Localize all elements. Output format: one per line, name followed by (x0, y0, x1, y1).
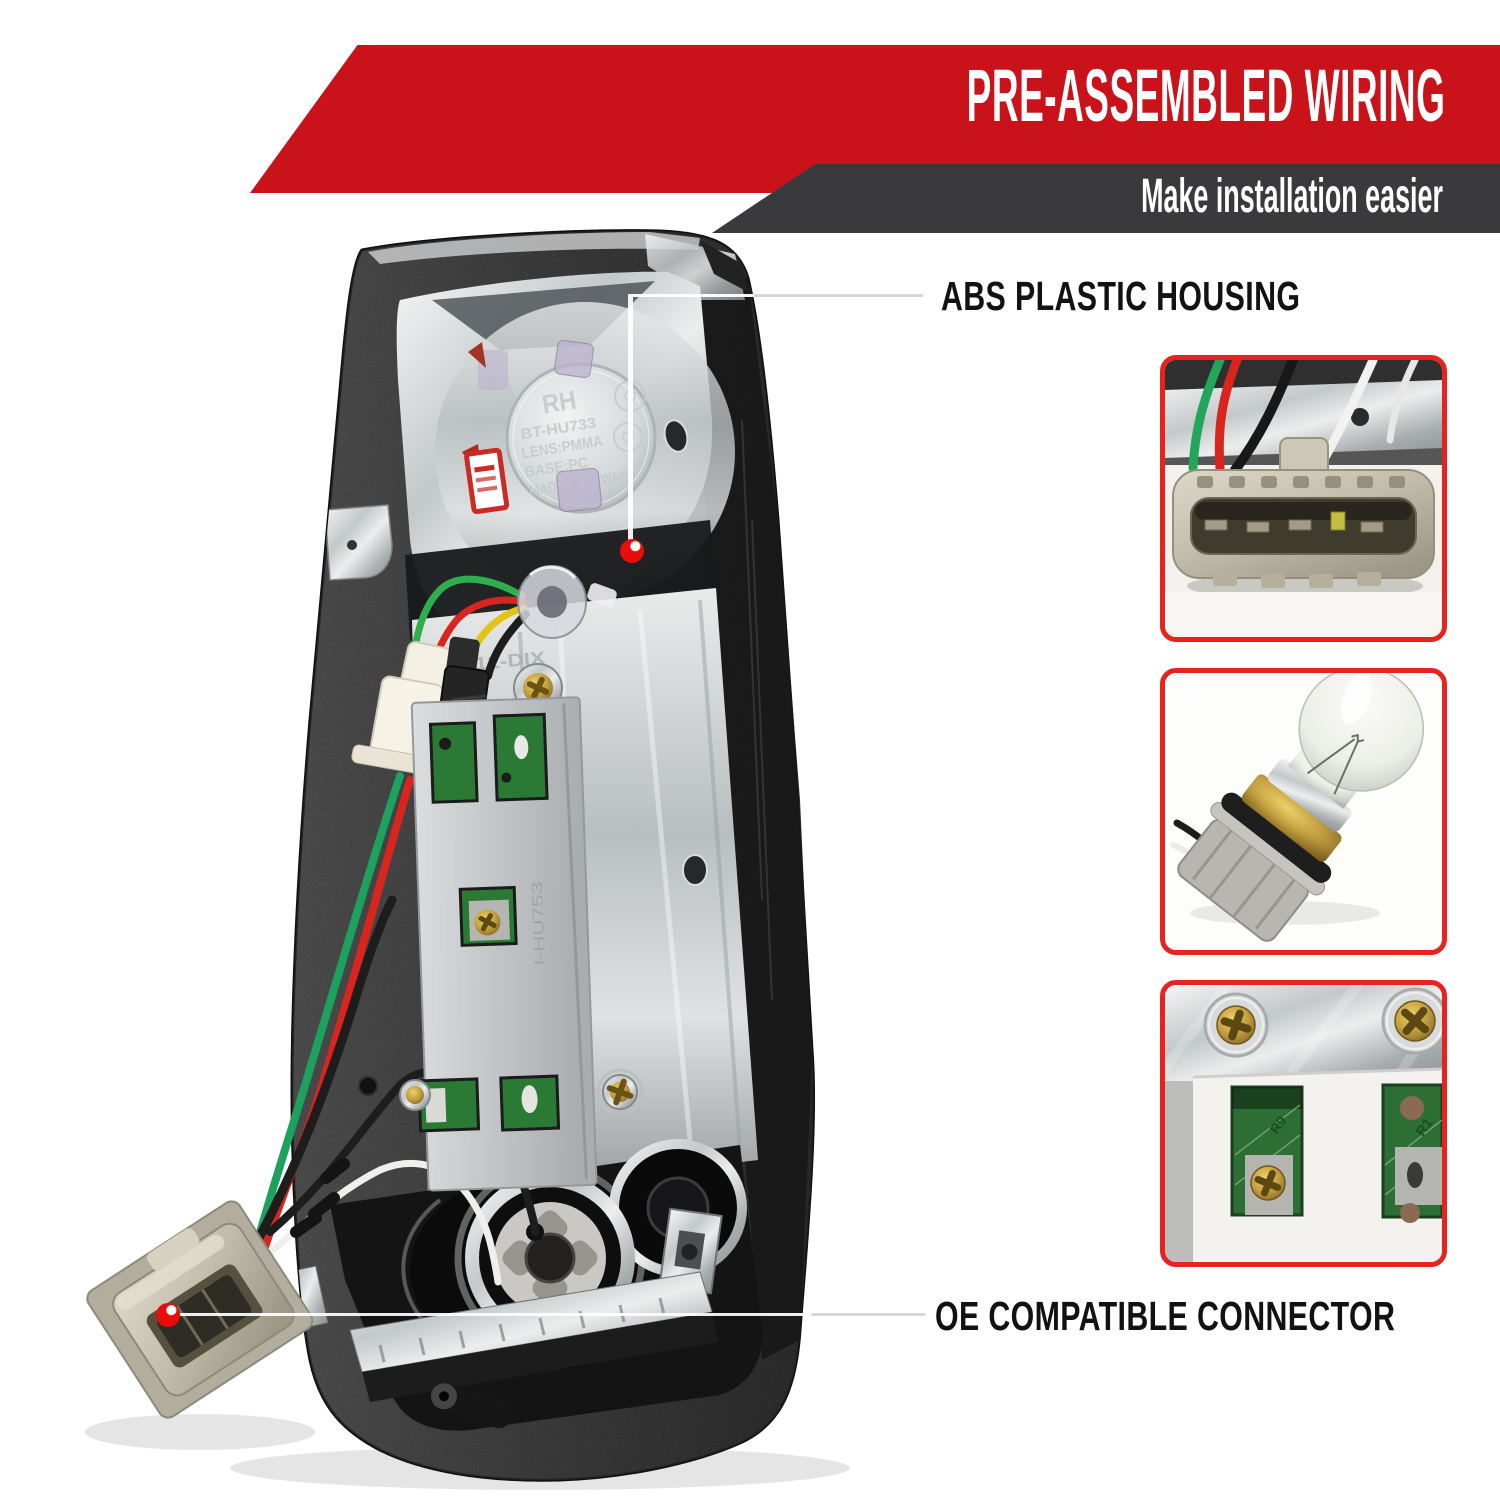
plate-screws (399, 1068, 644, 1116)
wire-green (410, 575, 526, 656)
side-mount-bracket (324, 504, 393, 581)
inset-bulb-closeup (1160, 668, 1447, 955)
lens-corner-step (645, 234, 745, 300)
marking-side: RH (540, 385, 578, 420)
abs-leader-line-horizontal (632, 294, 923, 297)
oe-connector (86, 1200, 314, 1419)
screws-pcb-closeup-photo: R9 R1 (1165, 985, 1442, 1262)
pcb-window-right: R1 (1381, 1083, 1442, 1223)
banner-dark-ribbon (712, 164, 1500, 233)
abs-marker-dot-icon (620, 539, 644, 563)
inset-oe-connector-closeup (1160, 355, 1447, 642)
bulb-brass-base (1241, 774, 1342, 862)
wire-black (253, 895, 397, 1245)
banner-subtitle: Make installation easier (1141, 170, 1443, 223)
mount-hole (663, 419, 689, 453)
bulb-assembly (1177, 673, 1425, 942)
connector-shadow (85, 1414, 315, 1450)
bulb-glass (1298, 673, 1425, 792)
callout-oe-connector: OE COMPATIBLE CONNECTOR (935, 1293, 1396, 1339)
pcb-window-left: R9 (1230, 1085, 1304, 1217)
pcb-windows (417, 712, 561, 1133)
certification-sticker (464, 447, 510, 515)
mount-hole (682, 854, 708, 886)
bulb-oring (1221, 792, 1332, 883)
oe-connector-closeup-photo (1165, 360, 1442, 637)
wire-sleeves (290, 1158, 350, 1238)
housing-top-edge-highlight (368, 232, 700, 264)
panel-code-text: I-HU753 (529, 881, 549, 966)
housing-screw (358, 1076, 378, 1096)
inset-screws-pcb-closeup: R9 R1 (1160, 980, 1447, 1267)
wire-green (248, 772, 404, 1266)
chrome-screw (1381, 987, 1442, 1055)
banner-title: PRE-ASSEMBLED WIRING (966, 54, 1445, 137)
callout-abs-housing: ABS PLASTIC HOUSING (941, 273, 1301, 319)
housing-right-facet (695, 262, 812, 1360)
chrome-screw (1203, 992, 1269, 1058)
drain-tube (430, 1383, 513, 1429)
oe-leader-line-horizontal (168, 1313, 925, 1316)
metal-clip (658, 1207, 723, 1295)
pcb-metal-plate: I-HU753 (410, 696, 598, 1192)
clear-bulb-socket (517, 565, 617, 639)
bulb-closeup-photo (1165, 673, 1442, 950)
abs-leader-line-vertical (628, 294, 633, 554)
bulb-filament (1306, 733, 1365, 795)
oe-marker-dot-icon (156, 1303, 180, 1327)
connector-pins (1204, 511, 1384, 533)
